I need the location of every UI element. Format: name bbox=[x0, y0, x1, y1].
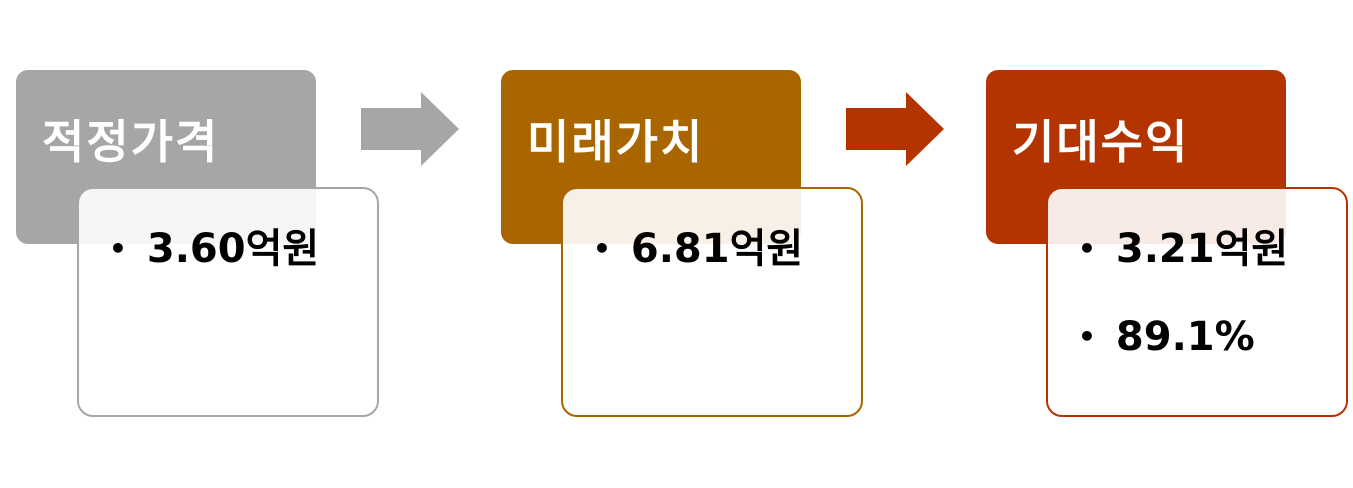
bullet-icon: • bbox=[109, 232, 127, 265]
right-arrow-icon bbox=[361, 92, 459, 166]
bullet-icon: • bbox=[1078, 320, 1096, 353]
bullet-icon: • bbox=[1078, 232, 1096, 265]
step-title: 기대수익 bbox=[1012, 115, 1190, 169]
step-values: • 3.21억원 • 89.1% bbox=[1078, 229, 1288, 405]
step-values: • 3.60억원 bbox=[109, 229, 319, 317]
step-title: 적정가격 bbox=[42, 115, 220, 169]
bullet-icon: • bbox=[593, 232, 611, 265]
step-value: 6.81억원 bbox=[630, 226, 804, 272]
right-arrow-icon bbox=[846, 92, 944, 166]
step-values: • 6.81억원 bbox=[593, 229, 803, 317]
step-value-item: • 3.60억원 bbox=[109, 229, 319, 269]
step-value-item: • 6.81억원 bbox=[593, 229, 803, 269]
step-title: 미래가치 bbox=[527, 115, 705, 169]
step-card: • 3.60억원 bbox=[77, 187, 379, 417]
step-value-item: • 3.21억원 bbox=[1078, 229, 1288, 269]
step-value-item: • 89.1% bbox=[1078, 317, 1288, 357]
step-value: 3.60억원 bbox=[146, 226, 320, 272]
step-value: 89.1% bbox=[1115, 314, 1255, 360]
step-card: • 3.21억원 • 89.1% bbox=[1046, 187, 1348, 417]
step-card: • 6.81억원 bbox=[561, 187, 863, 417]
step-value: 3.21억원 bbox=[1115, 226, 1289, 272]
